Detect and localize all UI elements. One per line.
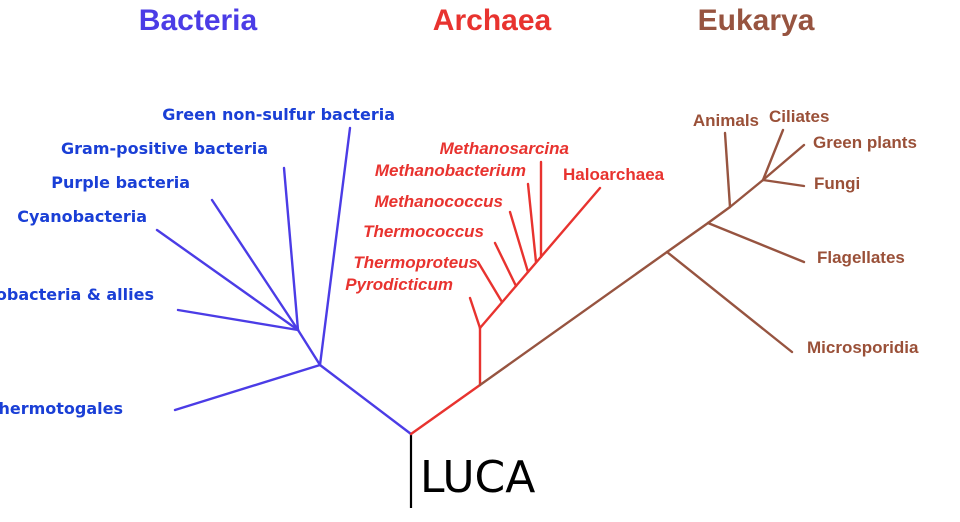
bacteria-branches xyxy=(155,126,413,436)
label-methanococcus: Methanococcus xyxy=(375,192,503,211)
root-label-luca: LUCA xyxy=(420,452,535,503)
branch-green-non-sulfur xyxy=(318,126,352,367)
label-flagellates: Flagellates xyxy=(817,248,905,267)
branch-pyrodicticum xyxy=(468,296,482,330)
branch-bacteria-inner xyxy=(296,328,322,367)
branch-haloarchaea xyxy=(478,186,602,330)
label-animals: Animals xyxy=(693,111,759,130)
label-ciliates: Ciliates xyxy=(769,107,829,126)
branch-eukarya-trunk xyxy=(478,250,669,387)
domain-title-archaea: Archaea xyxy=(433,4,552,37)
branch-crown xyxy=(706,205,732,225)
branch-microsporidia xyxy=(665,250,794,354)
eukarya-branches xyxy=(478,128,806,387)
label-gram-positive: Gram-positive bacteria xyxy=(61,139,268,158)
branch-fungi xyxy=(761,178,806,188)
branch-gram-positive xyxy=(282,166,300,332)
branch-ciliates xyxy=(761,128,785,182)
branch-flavobacteria xyxy=(176,308,300,332)
branch-archaea-eukarya-stem xyxy=(409,383,482,436)
label-thermococcus: Thermococcus xyxy=(363,222,484,241)
label-thermoproteus: Thermoproteus xyxy=(353,253,478,272)
label-cyanobacteria: Cyanobacteria xyxy=(17,207,147,226)
label-purple-bacteria: Purple bacteria xyxy=(51,173,190,192)
domain-title-eukarya: Eukarya xyxy=(698,4,815,37)
branch-animals xyxy=(723,131,732,209)
label-microsporidia: Microsporidia xyxy=(807,338,919,357)
branch-eukarya-inner xyxy=(665,221,710,254)
branch-thermococcus xyxy=(493,241,518,288)
branch-thermoproteus xyxy=(476,260,504,304)
branch-thermotogales xyxy=(173,363,322,412)
branch-green-plants xyxy=(761,143,806,182)
label-pyrodicticum: Pyrodicticum xyxy=(345,275,453,294)
label-methanosarcina: Methanosarcina xyxy=(440,139,569,158)
label-haloarchaea: Haloarchaea xyxy=(563,165,665,184)
branch-purple xyxy=(210,198,300,332)
archaea-branches xyxy=(409,160,602,436)
label-fungi: Fungi xyxy=(814,174,860,193)
label-flavobacteria: Flavobacteria & allies xyxy=(0,285,154,304)
label-methanobacterium: Methanobacterium xyxy=(375,161,526,180)
label-thermotogales: Thermotogales xyxy=(0,399,123,418)
label-green-non-sulfur: Green non-sulfur bacteria xyxy=(162,105,395,124)
label-green-plants: Green plants xyxy=(813,133,917,152)
branch-methanobacterium xyxy=(526,182,538,264)
branch-crown-inner xyxy=(728,178,765,209)
branch-flagellates xyxy=(706,221,806,264)
branch-bacteria-trunk xyxy=(318,363,413,436)
branch-cyanobacteria xyxy=(155,228,300,332)
branch-methanococcus xyxy=(508,210,530,274)
domain-title-bacteria: Bacteria xyxy=(139,4,258,37)
